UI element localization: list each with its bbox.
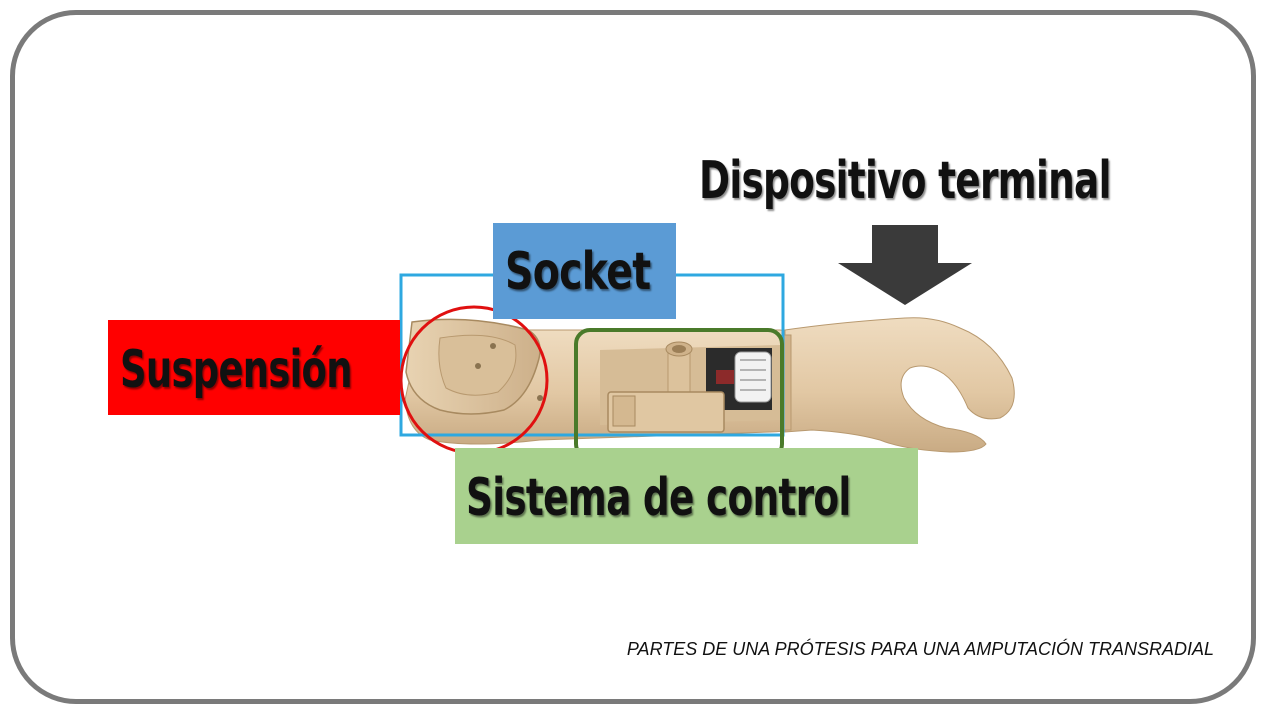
down-arrow-icon (838, 225, 972, 305)
control-system-label: Sistema de control (466, 468, 851, 528)
terminal-device-label: Dispositivo terminal (699, 151, 1111, 211)
suspension-label: Suspensión (120, 340, 352, 400)
socket-label: Socket (505, 242, 651, 302)
prosthetic-arm-image (404, 317, 1015, 453)
suspension-label-background (108, 320, 400, 415)
control-system-label-background (455, 448, 918, 544)
figure-caption: PARTES DE UNA PRÓTESIS PARA UNA AMPUTACI… (626, 639, 1214, 659)
socket-label-background (493, 223, 676, 319)
